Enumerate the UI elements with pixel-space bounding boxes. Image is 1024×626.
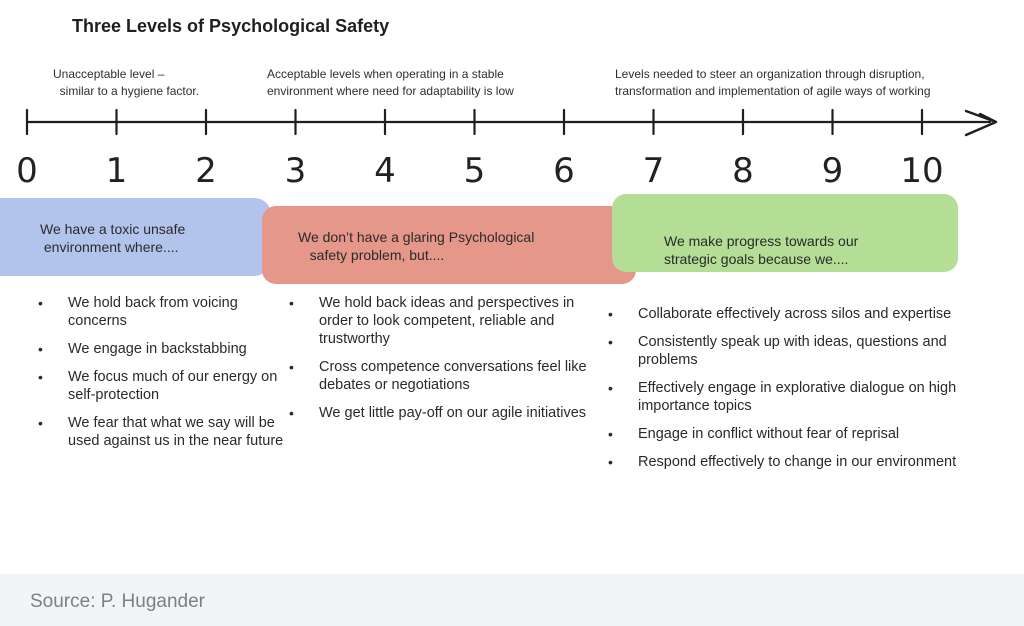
bullet-list-toxic: We hold back from voicing concerns We eng… xyxy=(38,294,286,460)
tick-label-4: 4 xyxy=(374,151,396,191)
axis-arrow-head xyxy=(964,109,998,137)
bullet-item: We fear that what we say will be used ag… xyxy=(38,414,286,450)
bullet-item: Cross competence conversations feel like… xyxy=(289,358,589,394)
tick-label-8: 8 xyxy=(732,151,754,191)
tick-label-3: 3 xyxy=(285,151,307,191)
bullet-list-acceptable: We hold back ideas and perspectives in o… xyxy=(289,294,589,432)
bullet-item: Engage in conflict without fear of repri… xyxy=(608,425,1008,443)
tick-label-6: 6 xyxy=(553,151,575,191)
source-footer: Source: P. Hugander xyxy=(0,574,1024,626)
bullet-item: We focus much of our energy on self-prot… xyxy=(38,368,286,404)
level-band-toxic: We have a toxic unsafe environment where… xyxy=(0,198,272,276)
bullet-item: We hold back ideas and perspectives in o… xyxy=(289,294,589,348)
level-heading-acceptable: We don’t have a glaring Psychological sa… xyxy=(298,229,535,263)
bullet-item: Respond effectively to change in our env… xyxy=(608,453,1008,471)
bullet-item: Collaborate effectively across silos and… xyxy=(608,305,1008,323)
bullet-item: Effectively engage in explorative dialog… xyxy=(608,379,1008,415)
bullet-item: Consistently speak up with ideas, questi… xyxy=(608,333,1008,369)
tick-label-2: 2 xyxy=(195,151,217,191)
bullet-item: We get little pay-off on our agile initi… xyxy=(289,404,589,422)
tick-label-10: 10 xyxy=(900,151,943,191)
bullet-list-progress: Collaborate effectively across silos and… xyxy=(608,305,1008,481)
scale-axis: 0 1 2 3 4 5 6 7 8 9 10 xyxy=(16,108,998,191)
range-label-acceptable: Acceptable levels when operating in a st… xyxy=(267,67,514,98)
tick-label-0: 0 xyxy=(16,151,38,191)
bullet-item: We engage in backstabbing xyxy=(38,340,286,358)
tick-label-7: 7 xyxy=(643,151,665,191)
diagram-title: Three Levels of Psychological Safety xyxy=(72,16,390,36)
tick-label-9: 9 xyxy=(822,151,844,191)
level-heading-toxic: We have a toxic unsafe environment where… xyxy=(40,221,186,255)
bullet-item: We hold back from voicing concerns xyxy=(38,294,286,330)
tick-label-5: 5 xyxy=(464,151,486,191)
tick-label-1: 1 xyxy=(106,151,128,191)
range-label-unacceptable: Unacceptable level – similar to a hygien… xyxy=(53,67,200,98)
range-label-needed: Levels needed to steer an organization t… xyxy=(615,67,931,98)
level-band-acceptable: We don’t have a glaring Psychological sa… xyxy=(262,206,636,284)
